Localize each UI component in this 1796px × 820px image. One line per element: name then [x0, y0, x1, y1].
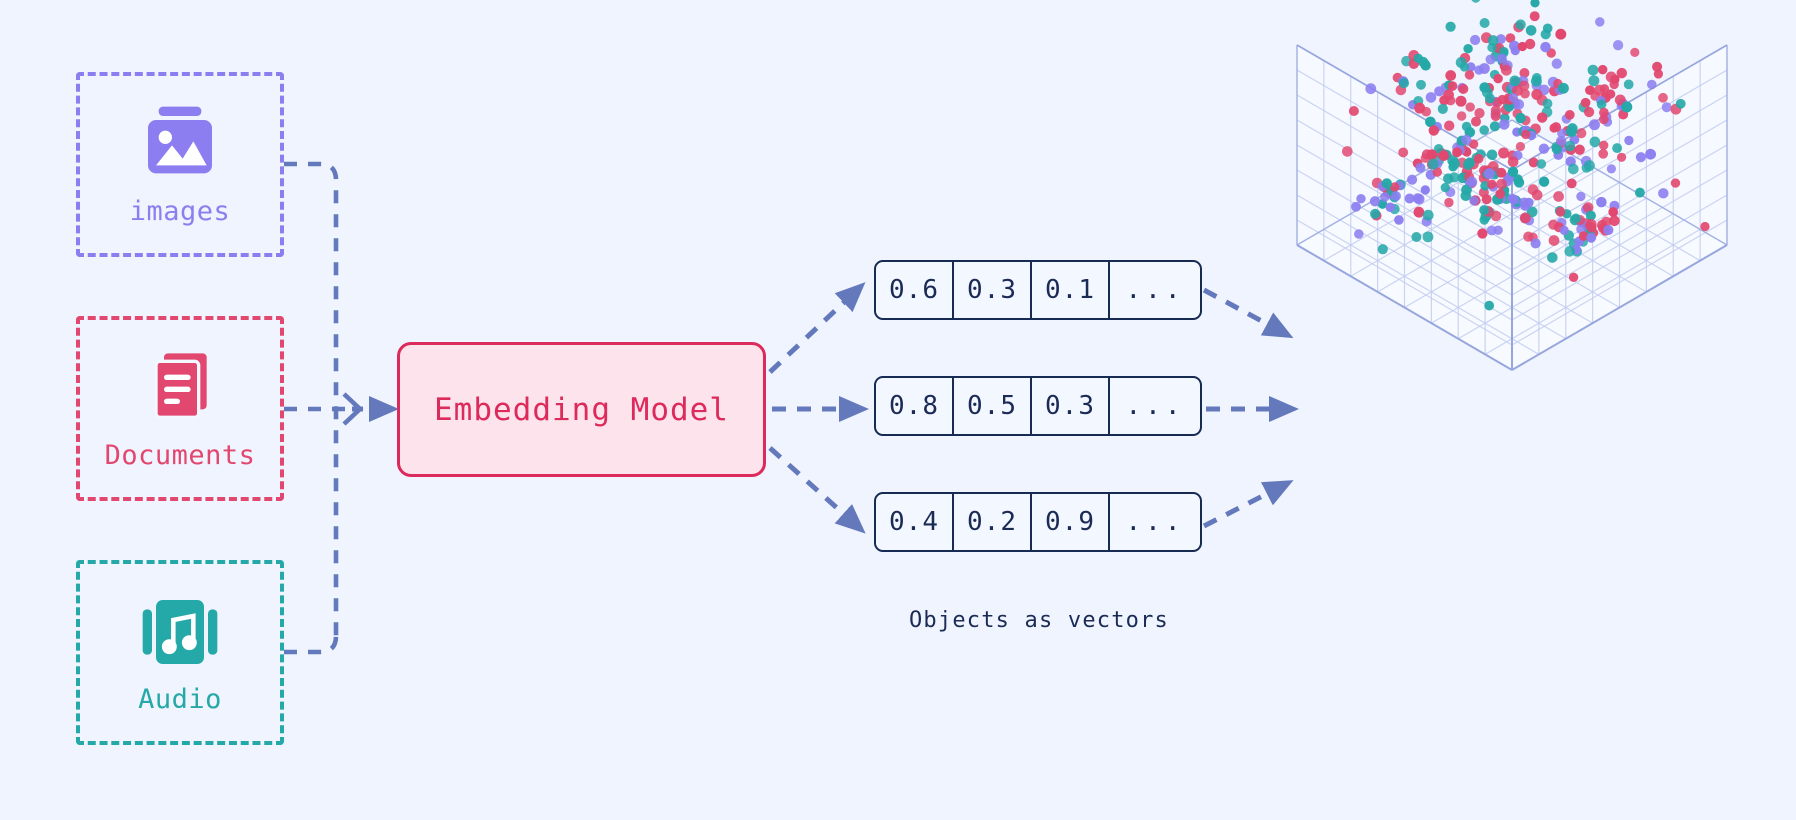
vector-cell-ellipsis: ...	[1125, 275, 1185, 305]
vector-row[interactable]: 0.8 0.5 0.3 ...	[874, 376, 1202, 436]
embedding-model-label: Embedding Model	[434, 391, 729, 428]
image-icon	[148, 106, 212, 174]
vector-cell: 0.8	[876, 378, 954, 434]
arrow-model-to-vector-2	[768, 446, 866, 534]
document-icon	[154, 353, 207, 419]
arrow-vector-2-to-space	[1202, 480, 1294, 529]
arrow-model-to-vector-0	[768, 282, 866, 374]
source-card-label: Audio	[138, 684, 222, 715]
vectors-caption: Objects as vectors	[908, 608, 1169, 633]
vector-cell: 0.9	[1032, 494, 1110, 550]
source-card-label: images	[129, 196, 231, 227]
vector-cell-ellipsis: ...	[1125, 391, 1185, 421]
vector-cell: 0.1	[1032, 262, 1110, 318]
vector-cell-ellipsis: ...	[1125, 507, 1185, 537]
source-card-images[interactable]: images	[76, 72, 284, 257]
embedding-model-box[interactable]: Embedding Model	[397, 342, 766, 477]
connector-junction-chevron	[342, 392, 364, 426]
vector-cell: 0.3	[954, 262, 1032, 318]
vector-space-points	[1341, 0, 1710, 311]
vector-cell: 0.2	[954, 494, 1032, 550]
vector-cell: 0.5	[954, 378, 1032, 434]
source-card-label: Documents	[104, 440, 256, 471]
connector-audio-to-model	[284, 635, 339, 655]
vector-cell: 0.3	[1032, 378, 1110, 434]
vector-cell: 0.4	[876, 494, 954, 550]
audio-icon	[142, 600, 218, 664]
connector-images-to-model	[284, 161, 339, 642]
source-card-audio[interactable]: Audio	[76, 560, 284, 745]
vector-space-grid	[1296, 44, 1728, 371]
arrow-vector-0-to-space	[1202, 287, 1294, 339]
vector-cell: 0.6	[876, 262, 954, 318]
source-card-documents[interactable]: Documents	[76, 316, 284, 501]
vector-row[interactable]: 0.6 0.3 0.1 ...	[874, 260, 1202, 320]
vector-row[interactable]: 0.4 0.2 0.9 ...	[874, 492, 1202, 552]
